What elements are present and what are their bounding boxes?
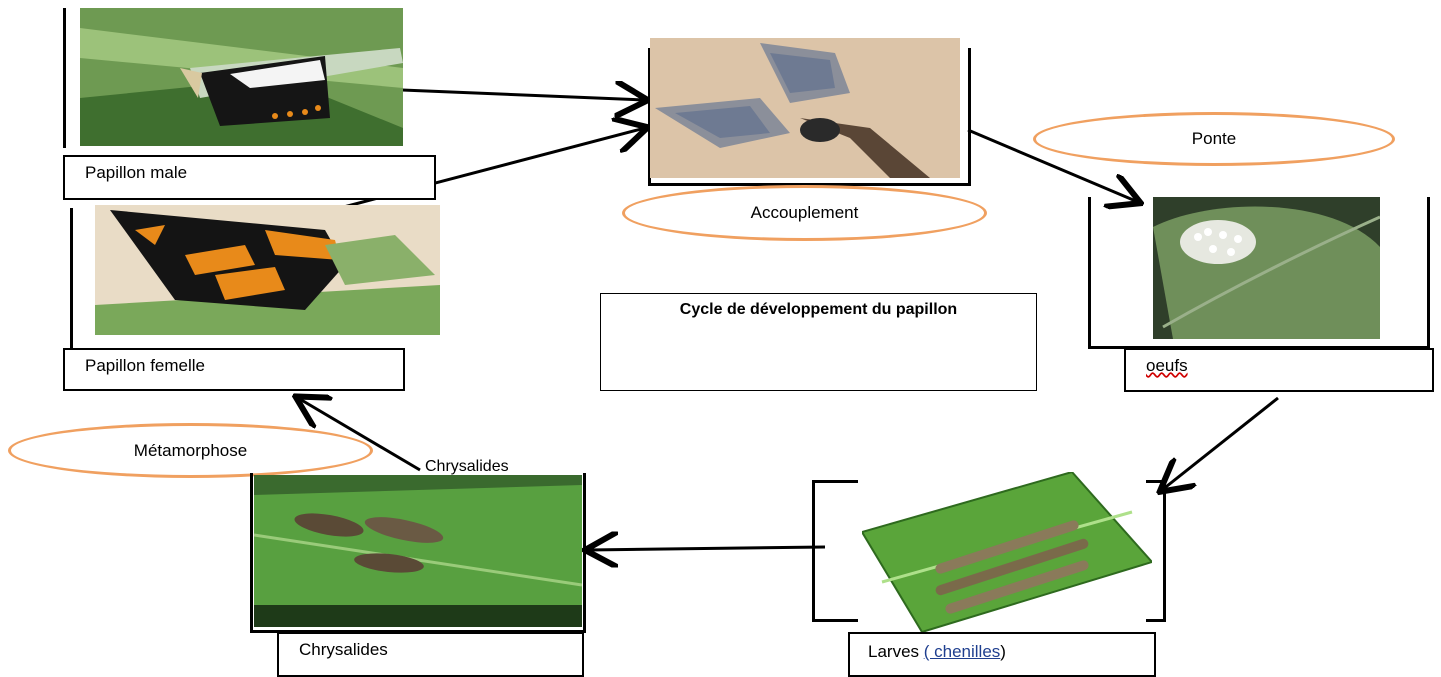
arrow-mating-to-eggs [967,128,1138,202]
female-butterfly-image [95,205,440,335]
label-pupae: Chrysalides [277,632,584,677]
pupae-photo-caption: Chrysalides [425,458,509,475]
female-photo-frame [70,208,405,348]
stage-mating: Accouplement [622,185,987,241]
larvae-on-leaf-image [862,472,1152,632]
label-larvae-suffix: ) [1000,642,1006,661]
label-larvae-prefix: Larves [868,642,924,661]
stage-metamorphosis-text: Métamorphose [133,440,248,460]
stage-mating-text: Accouplement [750,203,859,222]
arrow-eggs-to-larvae [1162,396,1279,490]
label-larvae-link[interactable]: ( chenilles [923,642,1001,661]
pupae-photo-frame [250,473,586,633]
label-eggs-text: oeufs [1146,356,1188,375]
eggs-photo-frame [1088,197,1430,349]
label-eggs: oeufs [1124,348,1434,392]
mating-butterflies-image [650,38,960,178]
larvae-bracket-right [1146,480,1166,622]
label-female: Papillon femelle [63,348,405,391]
male-butterfly-image [80,8,403,146]
stage-laying-text: Ponte [1191,129,1237,148]
larvae-bracket-left [812,480,858,622]
arrow-larvae-to-pupae [588,547,826,550]
eggs-on-leaf-image [1153,197,1380,339]
arrow-pupae-to-female [298,398,421,472]
arrow-male-to-mating [401,90,645,100]
stage-laying: Ponte [1033,112,1395,166]
male-photo-frame [63,8,403,148]
label-female-text: Papillon femelle [85,356,206,375]
label-pupae-text: Chrysalides [299,640,388,659]
stage-metamorphosis: Métamorphose [8,423,373,478]
label-male: Papillon male [63,155,436,200]
label-male-text: Papillon male [85,163,188,182]
diagram-title-box: Cycle de développement du papillon [600,293,1037,391]
pupae-on-leaf-image [254,475,582,627]
label-larvae: Larves ( chenilles) [848,632,1156,677]
diagram-title: Cycle de développement du papillon [679,301,958,318]
